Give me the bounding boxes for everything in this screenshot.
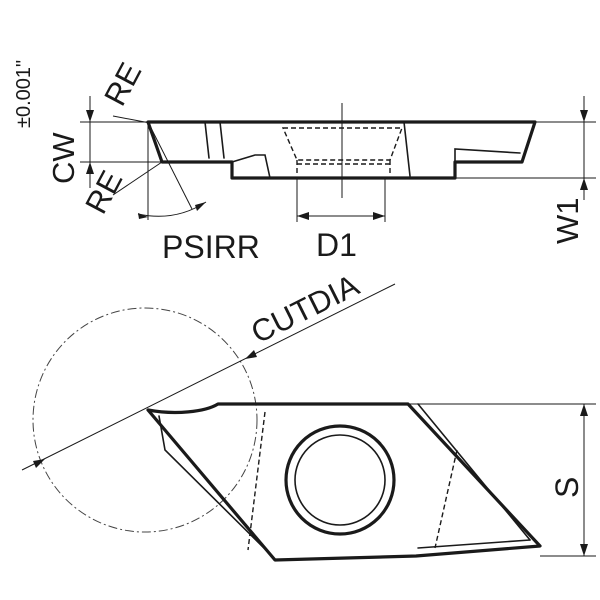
insert-edge-detail: [417, 539, 531, 549]
cw-arrow: [86, 162, 94, 174]
d1-arrow: [297, 212, 309, 220]
side-view-inner-line: [204, 121, 210, 159]
insert-hidden-edge: [434, 449, 458, 549]
psirr-arrow: [195, 202, 206, 211]
insert-edge-detail: [158, 415, 269, 553]
psirr-arrow: [138, 213, 148, 219]
insert-outline: [146, 402, 542, 562]
re-bottom-label: RE: [78, 165, 129, 219]
insert-hidden-edge: [247, 411, 266, 551]
s-arrow: [580, 404, 588, 416]
side-view: [80, 96, 596, 222]
cutdia-label: CUTDIA: [246, 267, 365, 350]
side-view-inner-line: [403, 121, 411, 177]
w1-label: W1: [550, 198, 585, 245]
d1-label: D1: [316, 227, 357, 263]
re-top-label: RE: [97, 57, 148, 111]
side-view-chipbreaker: [454, 148, 521, 163]
insert-bore-outer: [284, 424, 396, 536]
re-top-leader: [112, 115, 151, 124]
cutdia-circle: [32, 307, 258, 533]
d1-arrow: [373, 212, 385, 220]
psirr-label: PSIRR: [162, 229, 260, 265]
cw-arrow: [86, 110, 94, 122]
cw-label: CW: [46, 132, 81, 184]
tolerance-label: ±0.001": [13, 60, 35, 128]
side-view-inner-line: [219, 121, 225, 159]
cutdia-arrow: [245, 350, 257, 359]
cutdia-dimension-line: [21, 283, 396, 471]
s-label: S: [549, 477, 585, 498]
psirr-reference-line: [147, 121, 193, 210]
insert-bore-inner: [294, 434, 386, 526]
side-view-chipbreaker: [231, 154, 271, 179]
w1-arrow: [580, 178, 588, 190]
s-arrow: [580, 544, 588, 556]
w1-arrow: [580, 110, 588, 122]
re-bottom-leader: [112, 161, 163, 196]
top-view: [21, 283, 596, 562]
cutdia-arrow: [33, 459, 45, 468]
insert-edge-detail: [417, 403, 531, 541]
